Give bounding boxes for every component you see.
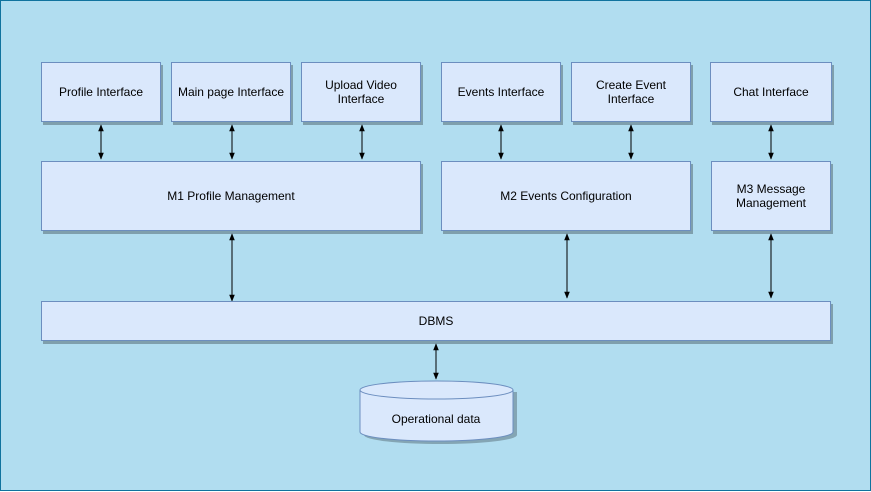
profile-interface-label: Profile Interface: [58, 85, 144, 99]
main-page-interface-label: Main page Interface: [177, 85, 285, 99]
m2-label: M2 Events Configuration: [500, 189, 632, 203]
m1-profile-management-box[interactable]: M1 Profile Management: [41, 161, 421, 231]
profile-interface-box[interactable]: Profile Interface: [41, 62, 161, 122]
events-interface-label: Events Interface: [457, 85, 545, 99]
events-interface-box[interactable]: Events Interface: [441, 62, 561, 122]
m3-message-management-box[interactable]: M3 Message Management: [711, 161, 831, 231]
m1-label: M1 Profile Management: [167, 189, 295, 203]
m2-events-configuration-box[interactable]: M2 Events Configuration: [441, 161, 691, 231]
dbms-box[interactable]: DBMS: [41, 301, 831, 341]
operational-data-label: Operational data: [391, 412, 481, 426]
main-page-interface-box[interactable]: Main page Interface: [171, 62, 291, 122]
chat-interface-box[interactable]: Chat Interface: [710, 62, 832, 122]
m3-label: M3 Message Management: [735, 182, 807, 210]
dbms-label: DBMS: [418, 314, 454, 328]
create-event-interface-label: Create Event Interface: [595, 78, 667, 106]
upload-video-interface-label: Upload Video Interface: [325, 78, 397, 106]
chat-interface-label: Chat Interface: [733, 85, 809, 99]
upload-video-interface-box[interactable]: Upload Video Interface: [301, 62, 421, 122]
create-event-interface-box[interactable]: Create Event Interface: [571, 62, 691, 122]
